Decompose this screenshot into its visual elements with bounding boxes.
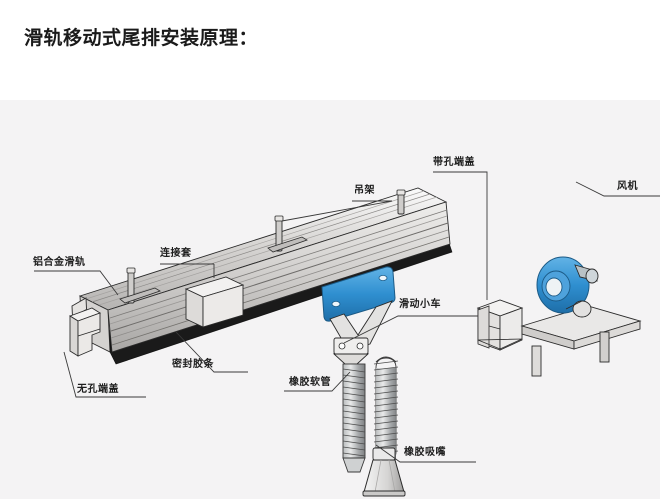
label-connector-sleeve: 连接套 xyxy=(160,248,192,259)
aluminum-rail-body xyxy=(71,187,453,365)
leader-hose xyxy=(286,390,346,406)
trolley-plate xyxy=(321,266,396,322)
label-seal-strip: 密封胶条 xyxy=(172,359,214,370)
sleeve-front xyxy=(202,284,244,328)
end-cap-left xyxy=(69,315,79,357)
leader-perf-cap xyxy=(433,171,488,300)
leader-seal-strip xyxy=(175,331,248,373)
solid-end-cap-group xyxy=(68,307,102,357)
trolley-hole-right xyxy=(378,274,388,281)
hanger-bracket-group xyxy=(119,189,406,304)
sliding-trolley-group xyxy=(321,266,396,365)
fan-outlet xyxy=(572,300,592,318)
hanger-plate-left xyxy=(119,287,161,304)
hose-bottom-left xyxy=(342,457,366,473)
fan-bench-leg-right xyxy=(599,331,610,363)
trolley-taper xyxy=(332,353,370,365)
label-perforated-end-cap: 带孔端盖 xyxy=(433,157,475,168)
label-fan: 风机 xyxy=(617,181,638,192)
rubber-hose-left xyxy=(342,363,366,473)
fan-inlet-hole xyxy=(545,277,563,297)
leader-hanger-visible xyxy=(281,200,393,222)
label-sliding-trolley: 滑动小车 xyxy=(399,299,441,310)
rubber-hose-detached xyxy=(373,356,399,461)
perforated-end-cap-group xyxy=(476,299,524,351)
nozzle-cone xyxy=(363,459,405,493)
nozzle-lip xyxy=(362,490,406,497)
perf-cap-hole-band xyxy=(477,305,490,349)
leader-lines xyxy=(34,171,660,463)
label-aluminum-rail: 铝合金滑轨 xyxy=(33,257,86,268)
label-solid-end-cap: 无孔端盖 xyxy=(77,384,119,395)
label-rubber-hose: 橡胶软管 xyxy=(289,377,331,388)
installation-principle-diagram xyxy=(34,171,660,497)
label-rubber-nozzle: 橡胶吸嘴 xyxy=(404,447,446,458)
trolley-hole-left xyxy=(331,300,341,307)
label-hanger-bracket: 吊架 xyxy=(354,185,375,196)
connector-sleeve-group xyxy=(184,276,245,328)
leader-aluminum-rail xyxy=(34,270,119,296)
end-cap-front xyxy=(77,312,101,357)
page-title: 滑轨移动式尾排安装原理： xyxy=(24,27,259,49)
fan-bench-leg-left xyxy=(531,345,542,377)
diagram-figure: 铝合金滑轨 连接套 吊架 带孔端盖 风机 滑动小车 密封胶条 无孔端盖 橡胶软管… xyxy=(0,100,660,499)
nozzle-collar xyxy=(372,447,396,461)
rubber-nozzle-group xyxy=(362,447,406,497)
hanger-plate-mid xyxy=(267,236,308,253)
fan-group xyxy=(520,256,642,377)
